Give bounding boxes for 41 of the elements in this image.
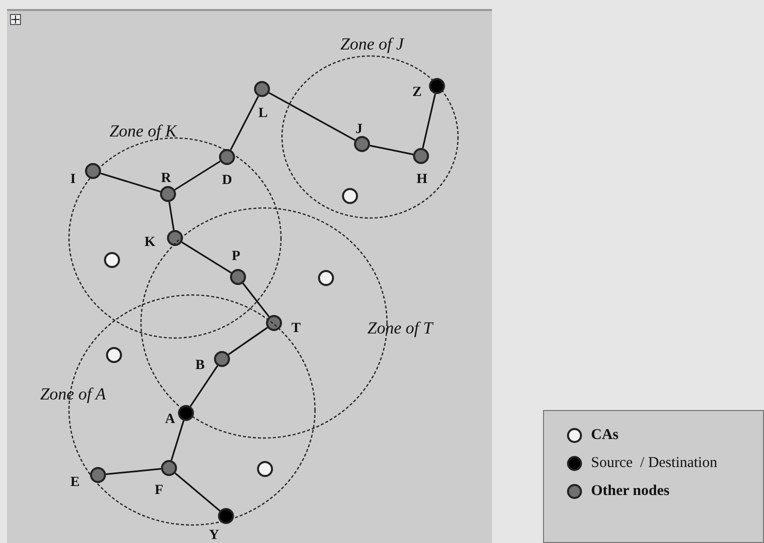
link-line — [228, 326, 268, 356]
link-line — [190, 365, 218, 407]
ca-node — [318, 270, 334, 286]
link-line — [174, 160, 221, 190]
link-line — [242, 282, 270, 318]
ca-node — [257, 461, 273, 477]
node-letter: R — [160, 172, 172, 186]
link-line — [230, 96, 260, 150]
node-letter: J — [356, 123, 362, 137]
node-letter: P — [232, 250, 240, 264]
ca-node — [104, 252, 120, 268]
link-line — [370, 144, 414, 156]
node-letter: E — [70, 476, 80, 490]
node-letter: T — [291, 322, 301, 336]
link-line — [106, 468, 162, 476]
node-letter: A — [164, 413, 176, 427]
legend-label: CAs — [591, 428, 619, 443]
zone-label: Zone of J — [340, 36, 404, 52]
link-line — [100, 172, 161, 192]
node-letter: B — [195, 359, 205, 373]
node-letter: Y — [208, 529, 220, 543]
link-line — [181, 242, 232, 274]
link-line — [168, 202, 175, 230]
ca-node — [106, 347, 122, 363]
legend-label: Other nodes — [591, 484, 670, 499]
node-letter: H — [416, 173, 428, 187]
zone-label: Zone of K — [109, 122, 177, 140]
node-letter: F — [154, 484, 164, 498]
zone-label: Zone of T — [367, 320, 433, 336]
link-line — [174, 472, 220, 512]
node-letter: I — [70, 173, 76, 187]
node-letter: K — [144, 236, 156, 250]
link-line — [422, 94, 436, 148]
node-letter: Z — [412, 86, 422, 100]
node-letter: D — [222, 174, 232, 188]
link-line — [268, 92, 356, 141]
ca-node — [342, 188, 358, 204]
legend-label: Source / Destination — [591, 456, 718, 471]
node-letter: L — [258, 107, 268, 121]
zone-label: Zone of A — [40, 386, 106, 402]
link-line — [170, 420, 184, 461]
